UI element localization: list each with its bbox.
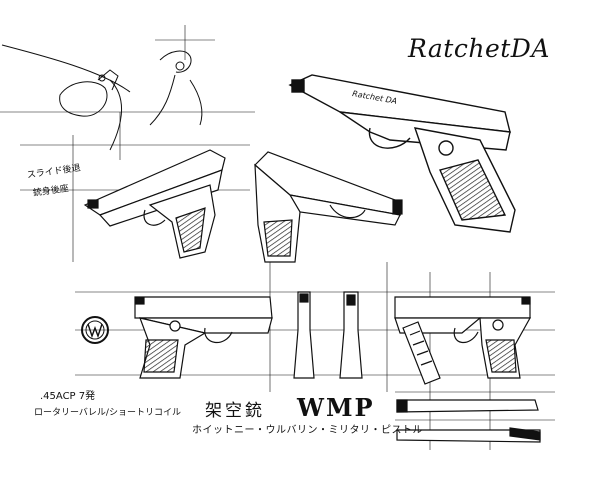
pistol-perspective-right	[288, 74, 516, 233]
model-name: WMP	[297, 393, 375, 422]
hammer-detail	[1, 44, 203, 151]
pistol-perspective-center	[254, 151, 403, 263]
wm-emblem-icon	[81, 316, 109, 344]
pistol-side-view-left	[134, 296, 273, 379]
pistol-top-view	[396, 399, 539, 413]
pistol-rear-view	[339, 291, 363, 379]
barrel-type-text: ロータリーバレル/ショートリコイル	[34, 408, 181, 418]
pistol-side-view-right	[394, 296, 532, 379]
magazine-drawing	[402, 321, 441, 385]
fictional-gun-label: 架空銃	[205, 401, 265, 421]
pistol-perspective-left	[83, 149, 226, 259]
katakana-name: ホイットニー・ウルバリン・ミリタリ・ピストル	[192, 425, 423, 436]
pistol-front-view	[293, 291, 315, 379]
caliber-text: .45ACP 7発	[40, 391, 96, 402]
logo-text: RatchetDA	[408, 34, 550, 63]
pistol-bottom-view	[396, 427, 541, 443]
